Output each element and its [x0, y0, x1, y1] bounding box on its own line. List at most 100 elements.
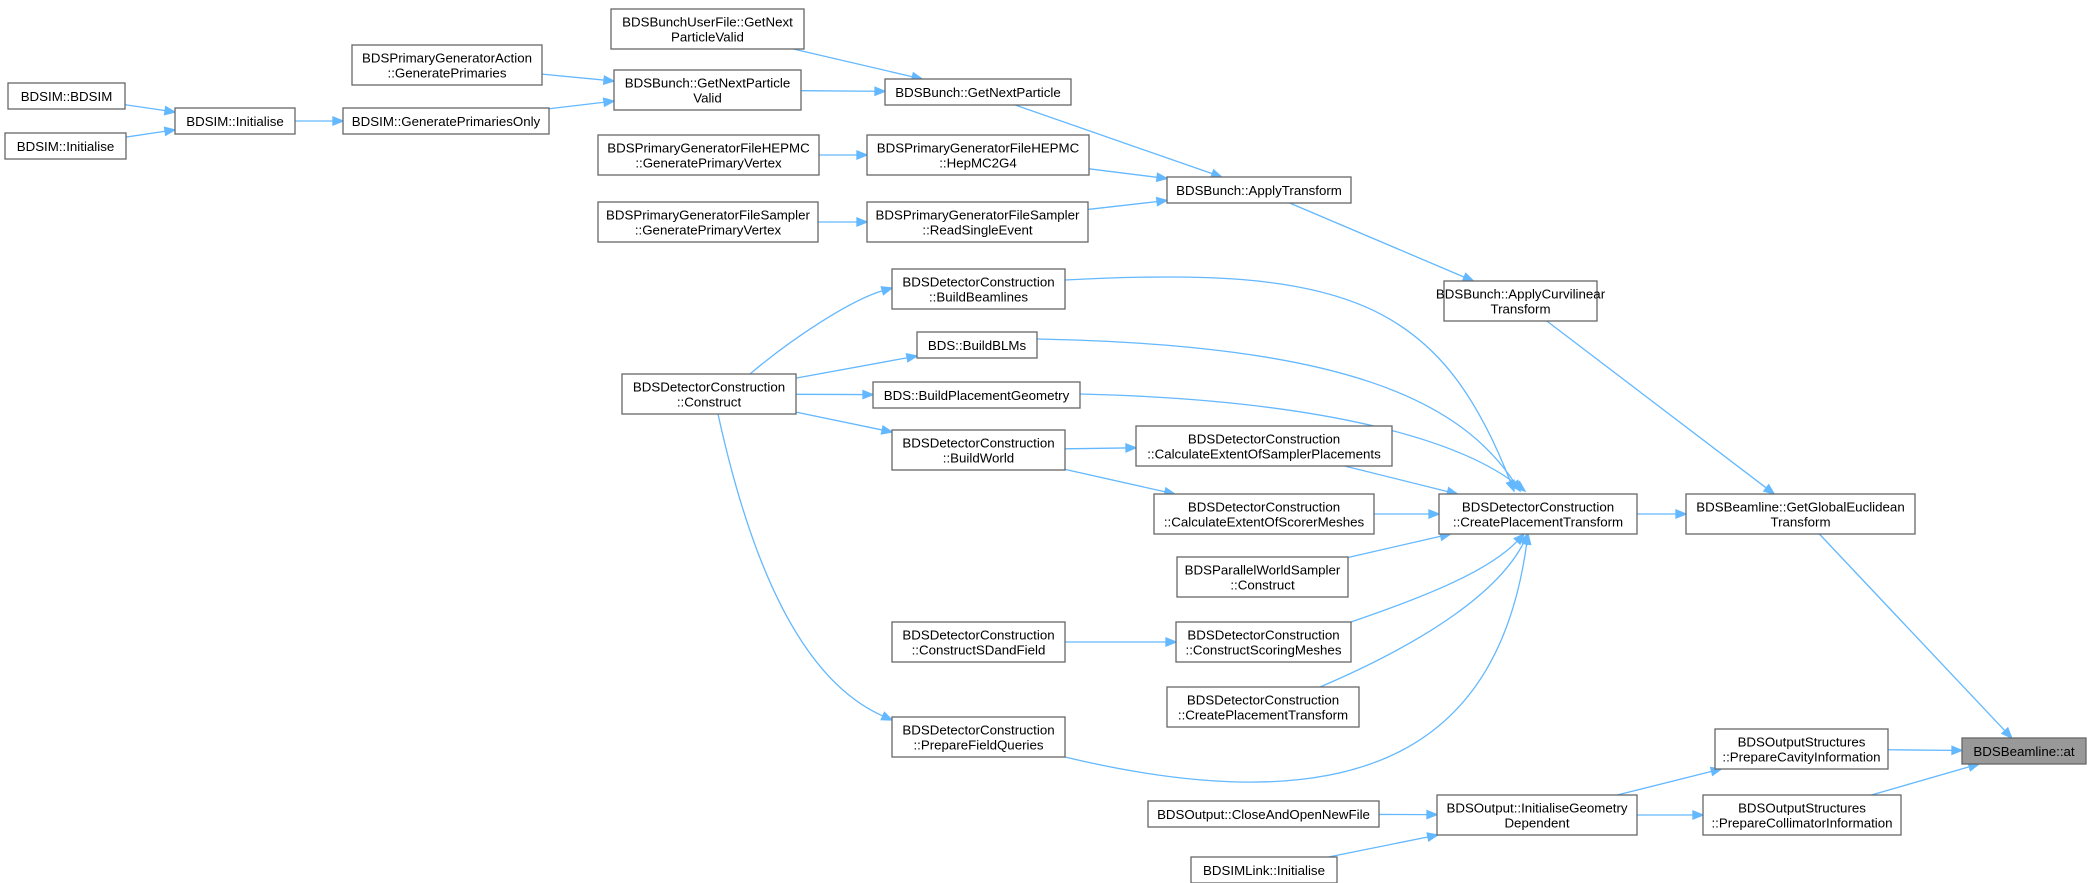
- node-label: BDSDetectorConstruction: [1462, 500, 1614, 515]
- edge-line: [1887, 749, 1954, 752]
- node-bdsimInitialise1[interactable]: BDSIM::Initialise: [174, 107, 296, 135]
- node-label: BDSDetectorConstruction: [1188, 432, 1340, 447]
- node-label: ::ConstructScoringMeshes: [1186, 643, 1342, 658]
- edge-bdsimInitialise1-to-genPrimariesOnly: [295, 116, 345, 126]
- node-label: BDSBunch::GetNextParticle: [895, 85, 1061, 100]
- arrowhead: [1155, 196, 1169, 207]
- node-label: ::PrepareFieldQueries: [913, 738, 1043, 753]
- node-closeAndOpen[interactable]: BDSOutput::CloseAndOpenNewFile: [1147, 800, 1380, 828]
- node-calcExtentSampler[interactable]: BDSDetectorConstruction::CalculateExtent…: [1135, 425, 1393, 467]
- node-label: BDSIMLink::Initialise: [1203, 863, 1325, 878]
- node-box: [4, 132, 127, 160]
- arrowhead: [1428, 509, 1441, 519]
- node-box: [1685, 493, 1916, 535]
- node-samplerGenVertex[interactable]: BDSPrimaryGeneratorFileSampler::Generate…: [597, 201, 819, 243]
- node-label: BDSIM::Initialise: [186, 114, 284, 129]
- node-label: BDSPrimaryGeneratorAction: [362, 51, 532, 66]
- node-getNextParticle[interactable]: BDSBunch::GetNextParticle: [884, 78, 1072, 106]
- node-label: ParticleValid: [671, 30, 744, 45]
- edge-line: [541, 73, 606, 81]
- node-buildBeamlines[interactable]: BDSDetectorConstruction::BuildBeamlines: [891, 268, 1066, 310]
- node-prepareFieldQueries[interactable]: BDSDetectorConstruction::PrepareFieldQue…: [891, 716, 1066, 758]
- node-parallelWorldConstruct[interactable]: BDSParallelWorldSampler::Construct: [1176, 556, 1349, 598]
- edge-buildBLMs-to-createPlacement: [1036, 338, 1521, 493]
- node-buildPlacementGeom[interactable]: BDS::BuildPlacementGeometry: [872, 381, 1081, 409]
- node-label: ::BuildBeamlines: [929, 290, 1028, 305]
- node-prepCavity[interactable]: BDSOutputStructures::PrepareCavityInform…: [1714, 728, 1889, 770]
- node-label: Transform: [1770, 515, 1830, 530]
- node-hepmcGenVertex[interactable]: BDSPrimaryGeneratorFileHEPMC::GeneratePr…: [597, 134, 820, 176]
- edge-line: [1087, 200, 1159, 211]
- edge-readSingleEvent-to-applyTransform: [1087, 196, 1169, 211]
- node-genPrimariesAction[interactable]: BDSPrimaryGeneratorAction::GeneratePrima…: [351, 44, 543, 86]
- edge-createPlacement-to-getGlobalEuclidean: [1637, 509, 1688, 519]
- node-box: [891, 621, 1066, 663]
- node-label: BDSPrimaryGeneratorFileSampler: [606, 208, 811, 223]
- node-constructScoring[interactable]: BDSDetectorConstruction::ConstructScorin…: [1175, 621, 1352, 663]
- node-label: BDSDetectorConstruction: [633, 380, 785, 395]
- edge-line: [1064, 447, 1128, 450]
- edge-prepCavity-to-at: [1887, 745, 1964, 756]
- arrowhead: [874, 86, 887, 97]
- arrowhead: [1155, 172, 1169, 183]
- node-label: BDSIM::GeneratePrimariesOnly: [352, 114, 541, 129]
- node-box: [1702, 794, 1902, 836]
- node-prepCollimator[interactable]: BDSOutputStructures::PrepareCollimatorIn…: [1702, 794, 1902, 836]
- node-label: ::CreatePlacementTransform: [1453, 515, 1623, 530]
- edge-getNextValid-to-getNextParticle: [800, 86, 887, 97]
- node-readSingleEvent[interactable]: BDSPrimaryGeneratorFileSampler::ReadSing…: [866, 201, 1089, 243]
- node-label: Dependent: [1504, 816, 1569, 831]
- node-applyTransform[interactable]: BDSBunch::ApplyTransform: [1166, 176, 1352, 204]
- edge-line: [1289, 202, 1466, 279]
- node-bdsimBdsim[interactable]: BDSIM::BDSIM: [7, 82, 126, 110]
- edge-line: [795, 356, 909, 379]
- node-box: [866, 201, 1089, 243]
- node-label: BDSOutput::InitialiseGeometry: [1446, 801, 1627, 816]
- node-bdsimInitialise2[interactable]: BDSIM::Initialise: [4, 132, 127, 160]
- arrowhead: [1165, 637, 1178, 647]
- edge-line: [1350, 540, 1519, 623]
- node-label: ::BuildWorld: [943, 451, 1014, 466]
- node-bdsimLinkInit[interactable]: BDSIMLink::Initialise: [1190, 856, 1338, 883]
- node-createPlacementSelf[interactable]: BDSDetectorConstruction::CreatePlacement…: [1166, 686, 1360, 728]
- arrowhead: [1521, 532, 1532, 546]
- node-label: BDSBeamline::at: [1973, 744, 2075, 759]
- node-calcExtentScorer[interactable]: BDSDetectorConstruction::CalculateExtent…: [1153, 493, 1375, 535]
- node-label: ::PrepareCollimatorInformation: [1711, 816, 1892, 831]
- node-label: ::GeneratePrimaries: [388, 66, 507, 81]
- node-constructSDandField[interactable]: BDSDetectorConstruction::ConstructSDandF…: [891, 621, 1066, 663]
- node-label: BDSDetectorConstruction: [902, 436, 1054, 451]
- edge-bdsimBdsim-to-bdsimInitialise1: [124, 104, 177, 116]
- node-label: BDSDetectorConstruction: [1187, 693, 1339, 708]
- node-genPrimariesOnly[interactable]: BDSIM::GeneratePrimariesOnly: [342, 107, 550, 135]
- node-box: [613, 69, 802, 111]
- node-label: BDSPrimaryGeneratorFileHEPMC: [877, 141, 1080, 156]
- edge-line: [1616, 770, 1713, 796]
- node-label: BDSBeamline::GetGlobalEuclidean: [1696, 500, 1904, 515]
- edge-calcExtentSampler-to-createPlacement: [1344, 465, 1460, 497]
- node-box: [1443, 280, 1598, 322]
- node-label: BDSBunch::ApplyCurvilinear: [1436, 287, 1606, 302]
- node-at[interactable]: BDSBeamline::at: [1961, 737, 2087, 765]
- node-label: ::GeneratePrimaryVertex: [635, 223, 782, 238]
- node-buildBLMs[interactable]: BDS::BuildBLMs: [916, 331, 1038, 359]
- edge-line: [1064, 276, 1512, 483]
- node-hepMC2G4[interactable]: BDSPrimaryGeneratorFileHEPMC::HepMC2G4: [866, 134, 1090, 176]
- node-buildWorld[interactable]: BDSDetectorConstruction::BuildWorld: [891, 429, 1066, 471]
- edge-applyTransform-to-applyCurvilinear: [1289, 202, 1475, 282]
- node-box: [866, 134, 1090, 176]
- node-label: BDSDetectorConstruction: [1188, 500, 1340, 515]
- node-createPlacement[interactable]: BDSDetectorConstruction::CreatePlacement…: [1438, 493, 1638, 535]
- node-label: ::Construct: [677, 395, 742, 410]
- arrowhead: [163, 126, 177, 137]
- node-construct[interactable]: BDSDetectorConstruction::Construct: [621, 373, 797, 415]
- node-box: [1135, 425, 1393, 467]
- arrowhead: [1951, 745, 1964, 756]
- edge-line: [125, 130, 167, 138]
